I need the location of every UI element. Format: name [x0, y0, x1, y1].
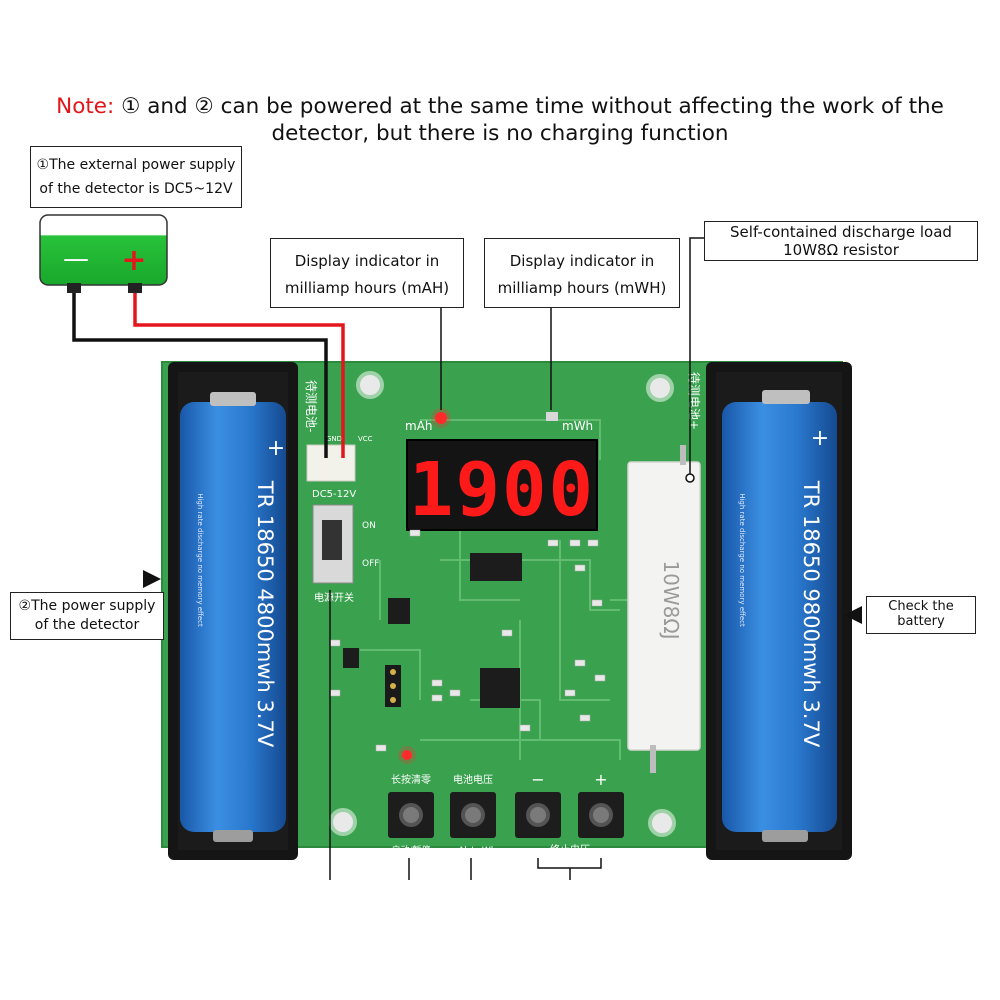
power-connector [306, 444, 356, 482]
mwh-led [546, 412, 558, 421]
pcb-components [329, 529, 606, 764]
external-power-source [39, 214, 168, 286]
callout-discharge-text: Self-contained discharge load 10W8Ω resi… [730, 223, 952, 259]
callout-leaders [329, 237, 704, 880]
button-3-top-label: − [531, 770, 544, 789]
callout-external-power: ①The external power supply of the detect… [30, 146, 242, 208]
right-pointer-arrow [844, 606, 862, 624]
button-1-top-label: 长按清零 [391, 773, 431, 786]
seven-segment-display [406, 439, 598, 531]
left-battery-pcb-label: 待测电池- [304, 380, 318, 432]
button-2-top-label: 电池电压 [453, 773, 493, 786]
switch-label: 电源开关 [314, 591, 354, 604]
mah-unit-label: mAh [405, 419, 433, 433]
source-minus-symbol: — [63, 244, 89, 274]
callout-external-power-text: ①The external power supply of the detect… [36, 157, 236, 197]
left-battery-brand: TR 18650 4800mwh 3.7V [253, 480, 277, 748]
callout-mah-text: Display indicator in milliamp hours (mAH… [284, 252, 450, 297]
right-battery-plus: + [811, 426, 829, 451]
right-battery-small: High rate discharge no memory effect [738, 493, 746, 627]
button-2-bottom-label: mAh/mWh [449, 846, 496, 856]
black-wire [72, 293, 328, 458]
display-reading: 1900 [409, 447, 595, 533]
mounting-holes [329, 371, 676, 837]
push-buttons [388, 792, 624, 838]
left-pointer-arrow [143, 570, 161, 588]
callout-check-battery-text: Check the battery [888, 599, 954, 629]
status-led [402, 750, 412, 760]
note-banner: Note: ① and ② can be powered at the same… [40, 93, 960, 147]
left-battery-plus: + [267, 436, 285, 461]
callout-power-supply: ②The power supply of the detector [10, 592, 164, 640]
callout-check-battery: Check the battery [866, 596, 976, 634]
callout-mwh-indicator: Display indicator in milliamp hours (mWH… [484, 238, 680, 308]
callout-mah-indicator: Display indicator in milliamp hours (mAH… [270, 238, 464, 308]
mwh-unit-label: mWh [562, 419, 593, 433]
switch-on-label: ON [362, 521, 376, 531]
right-battery-pcb-label: 待测电池+ [687, 372, 701, 430]
resistor-marking: 10W8ΩJ [659, 560, 683, 639]
red-wire [133, 293, 345, 458]
button-4-top-label: + [594, 770, 607, 789]
callout-power-supply-text: ②The power supply of the detector [18, 598, 156, 633]
connector-label: DC5-12V [312, 489, 356, 500]
callout-mwh-text: Display indicator in milliamp hours (mWH… [497, 252, 667, 297]
left-battery-small: High rate discharge no memory effect [196, 493, 204, 627]
vcc-label: VCC [358, 435, 373, 443]
button-34-bottom-label: 终止电压 [550, 843, 590, 856]
discharge-resistor [627, 461, 701, 751]
source-plus-symbol: + [121, 243, 146, 278]
note-text: ① and ② can be powered at the same time … [121, 94, 944, 146]
button-1-bottom-label: 启动/暂停 [391, 844, 430, 856]
right-battery [722, 402, 837, 832]
gnd-label: GND [326, 435, 342, 443]
left-battery [180, 402, 286, 832]
switch-off-label: OFF [362, 559, 379, 569]
callout-discharge-load: Self-contained discharge load 10W8Ω resi… [704, 221, 978, 261]
right-battery-brand: TR 18650 9800mwh 3.7V [799, 480, 823, 748]
mah-led [435, 412, 447, 424]
note-label: Note: [56, 94, 115, 119]
